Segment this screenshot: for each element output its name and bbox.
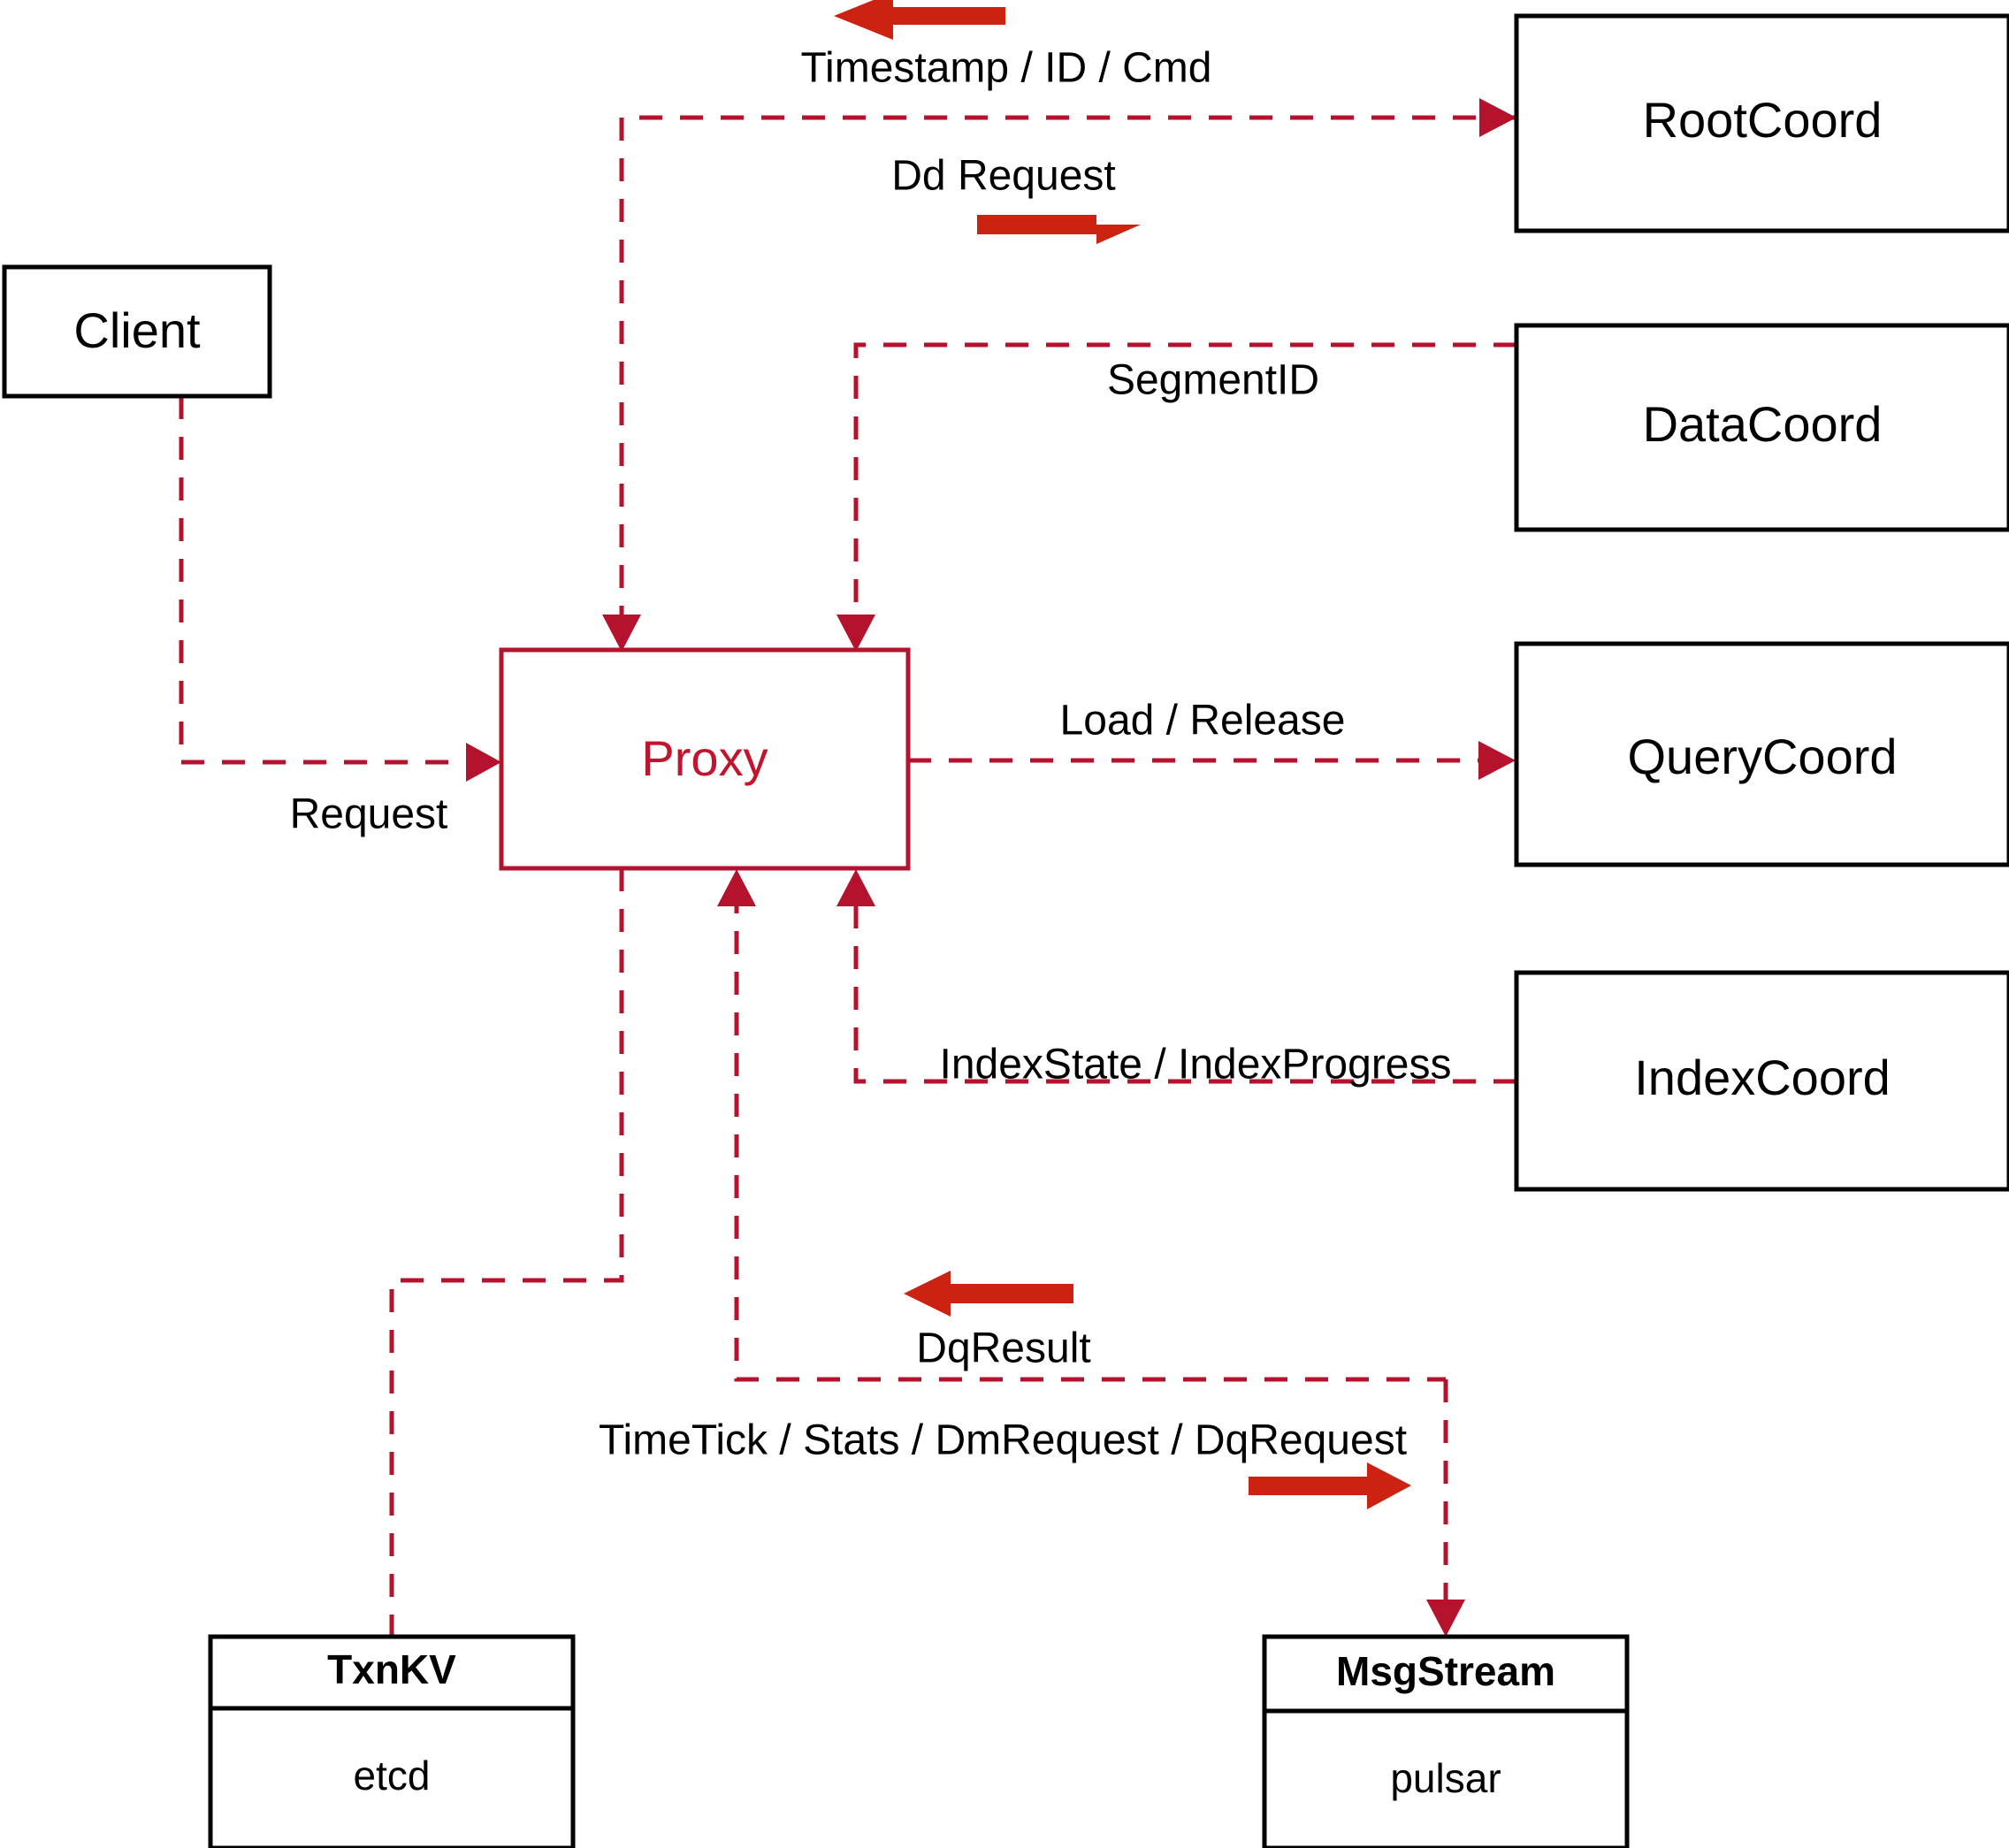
edge-label-segment-id: SegmentID (1107, 357, 1319, 404)
node-txnkv-sublabel: etcd (354, 1753, 431, 1798)
node-querycoord[interactable]: QueryCoord (1514, 641, 2009, 867)
node-txnkv-title: TxnKV (327, 1646, 456, 1692)
node-txnkv[interactable]: TxnKV etcd (208, 1634, 576, 1848)
edge-request (179, 396, 501, 782)
node-msgstream-sublabel: pulsar (1390, 1755, 1501, 1801)
node-indexcoord[interactable]: IndexCoord (1514, 970, 2009, 1192)
edge-label-timetick-stats: TimeTick / Stats / DmRequest / DqRequest (599, 1417, 1407, 1464)
edge-label-load-release: Load / Release (1060, 698, 1346, 745)
node-datacoord[interactable]: DataCoord (1514, 323, 2009, 532)
node-client[interactable]: Client (2, 264, 272, 399)
edge-label-dd-request: Dd Request (891, 153, 1115, 200)
node-rootcoord[interactable]: RootCoord (1514, 13, 2009, 233)
edge-timestamp-id-cmd (602, 98, 1516, 652)
flow-arrow-left-dq-result (904, 1271, 1073, 1317)
node-msgstream[interactable]: MsgStream pulsar (1262, 1634, 1630, 1848)
flow-arrow-right-dd-request (977, 215, 1141, 244)
flow-arrow-left-timestamp (834, 0, 1005, 40)
edge-label-index-state: IndexState / IndexProgress (940, 1042, 1452, 1088)
edge-txnkv (389, 868, 624, 1637)
edge-timetick-stats (1426, 1379, 1465, 1637)
node-indexcoord-label: IndexCoord (1634, 1050, 1891, 1105)
edge-load-release (908, 741, 1516, 780)
flow-arrow-right-timetick (1249, 1462, 1411, 1509)
node-msgstream-title: MsgStream (1336, 1648, 1555, 1694)
node-proxy[interactable]: Proxy (499, 647, 911, 871)
edge-segment-id (836, 342, 1516, 652)
edge-index-state (836, 869, 1516, 1084)
node-rootcoord-label: RootCoord (1643, 92, 1883, 148)
node-querycoord-label: QueryCoord (1627, 729, 1897, 784)
node-client-label: Client (73, 302, 201, 358)
edge-label-dq-result: DqResult (916, 1325, 1090, 1372)
node-datacoord-label: DataCoord (1643, 396, 1883, 452)
edge-dq-result (717, 869, 1446, 1382)
node-proxy-label: Proxy (641, 730, 768, 786)
edge-label-request: Request (290, 791, 448, 838)
edge-label-timestamp-id-cmd: Timestamp / ID / Cmd (801, 45, 1212, 92)
